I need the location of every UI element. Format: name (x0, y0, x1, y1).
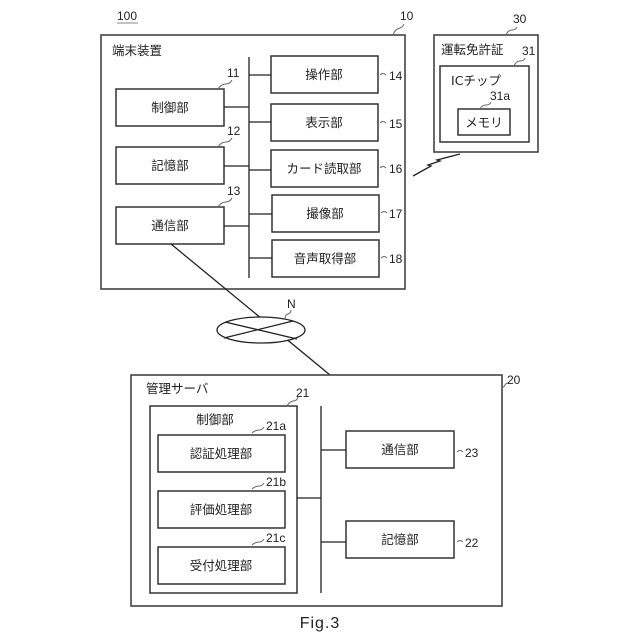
terminal-device-ref: 10 (400, 9, 414, 23)
drivers-license-title: 運転免許証 (441, 42, 504, 57)
drivers-license-ref: 30 (513, 12, 527, 26)
ic-chip-label: ICチップ (451, 73, 501, 88)
server-communication-ref: 23 (465, 446, 479, 460)
management-server: 管理サーバ 20 制御部 21 認証処理部 21a 評価処理部 21b 受付処理… (131, 373, 521, 606)
unit-card-reader-ref: 16 (389, 162, 403, 176)
terminal-device-leader (393, 24, 404, 35)
server-communication-label: 通信部 (381, 442, 419, 457)
unit-camera-ref: 17 (389, 207, 403, 221)
sub-unit-authentication-ref: 21a (266, 419, 286, 433)
server-storage-ref: 22 (465, 536, 479, 550)
server-control-label: 制御部 (196, 412, 234, 427)
network: N (217, 297, 305, 343)
ic-chip-ref: 31 (522, 44, 536, 58)
unit-storage-label: 記憶部 (151, 158, 189, 173)
sub-unit-reception-ref: 21c (266, 531, 285, 545)
memory-label: メモリ (465, 115, 503, 130)
drivers-license-leader (506, 27, 517, 35)
unit-card-reader-label: カード読取部 (286, 161, 361, 176)
terminal-device: 端末装置 10 制御部 11 記憶部 12 通信部 13 (101, 9, 414, 289)
unit-camera-label: 撮像部 (306, 206, 344, 221)
unit-operation-ref: 14 (389, 69, 403, 83)
server-storage-label: 記憶部 (381, 532, 419, 547)
network-ref: N (287, 297, 296, 311)
system-ref: 100 (117, 9, 137, 23)
sub-unit-authentication-label: 認証処理部 (190, 446, 253, 461)
unit-operation-label: 操作部 (305, 67, 343, 82)
sub-unit-reception-label: 受付処理部 (190, 558, 253, 573)
memory-ref: 31a (490, 89, 510, 103)
management-server-ref: 20 (507, 373, 521, 387)
management-server-title: 管理サーバ (146, 381, 208, 396)
unit-audio-label: 音声取得部 (294, 251, 357, 266)
unit-display-label: 表示部 (305, 115, 343, 130)
sub-unit-evaluation-label: 評価処理部 (190, 502, 253, 517)
unit-storage-ref: 12 (227, 124, 241, 138)
unit-control-label: 制御部 (151, 100, 189, 115)
unit-communication-label: 通信部 (151, 218, 189, 233)
terminal-device-title: 端末装置 (112, 43, 162, 58)
network-leader (285, 310, 291, 319)
unit-display-ref: 15 (389, 117, 403, 131)
unit-camera: 撮像部 17 (249, 195, 403, 232)
wireless-link-icon (413, 154, 460, 176)
sub-unit-evaluation-ref: 21b (266, 475, 286, 489)
unit-control-ref: 11 (227, 66, 240, 80)
unit-audio-ref: 18 (389, 252, 403, 266)
unit-communication-ref: 13 (227, 184, 241, 198)
figure-caption: Fig.3 (300, 615, 341, 632)
unit-audio: 音声取得部 18 (249, 240, 403, 277)
drivers-license: 運転免許証 30 ICチップ 31 メモリ 31a (434, 12, 538, 152)
